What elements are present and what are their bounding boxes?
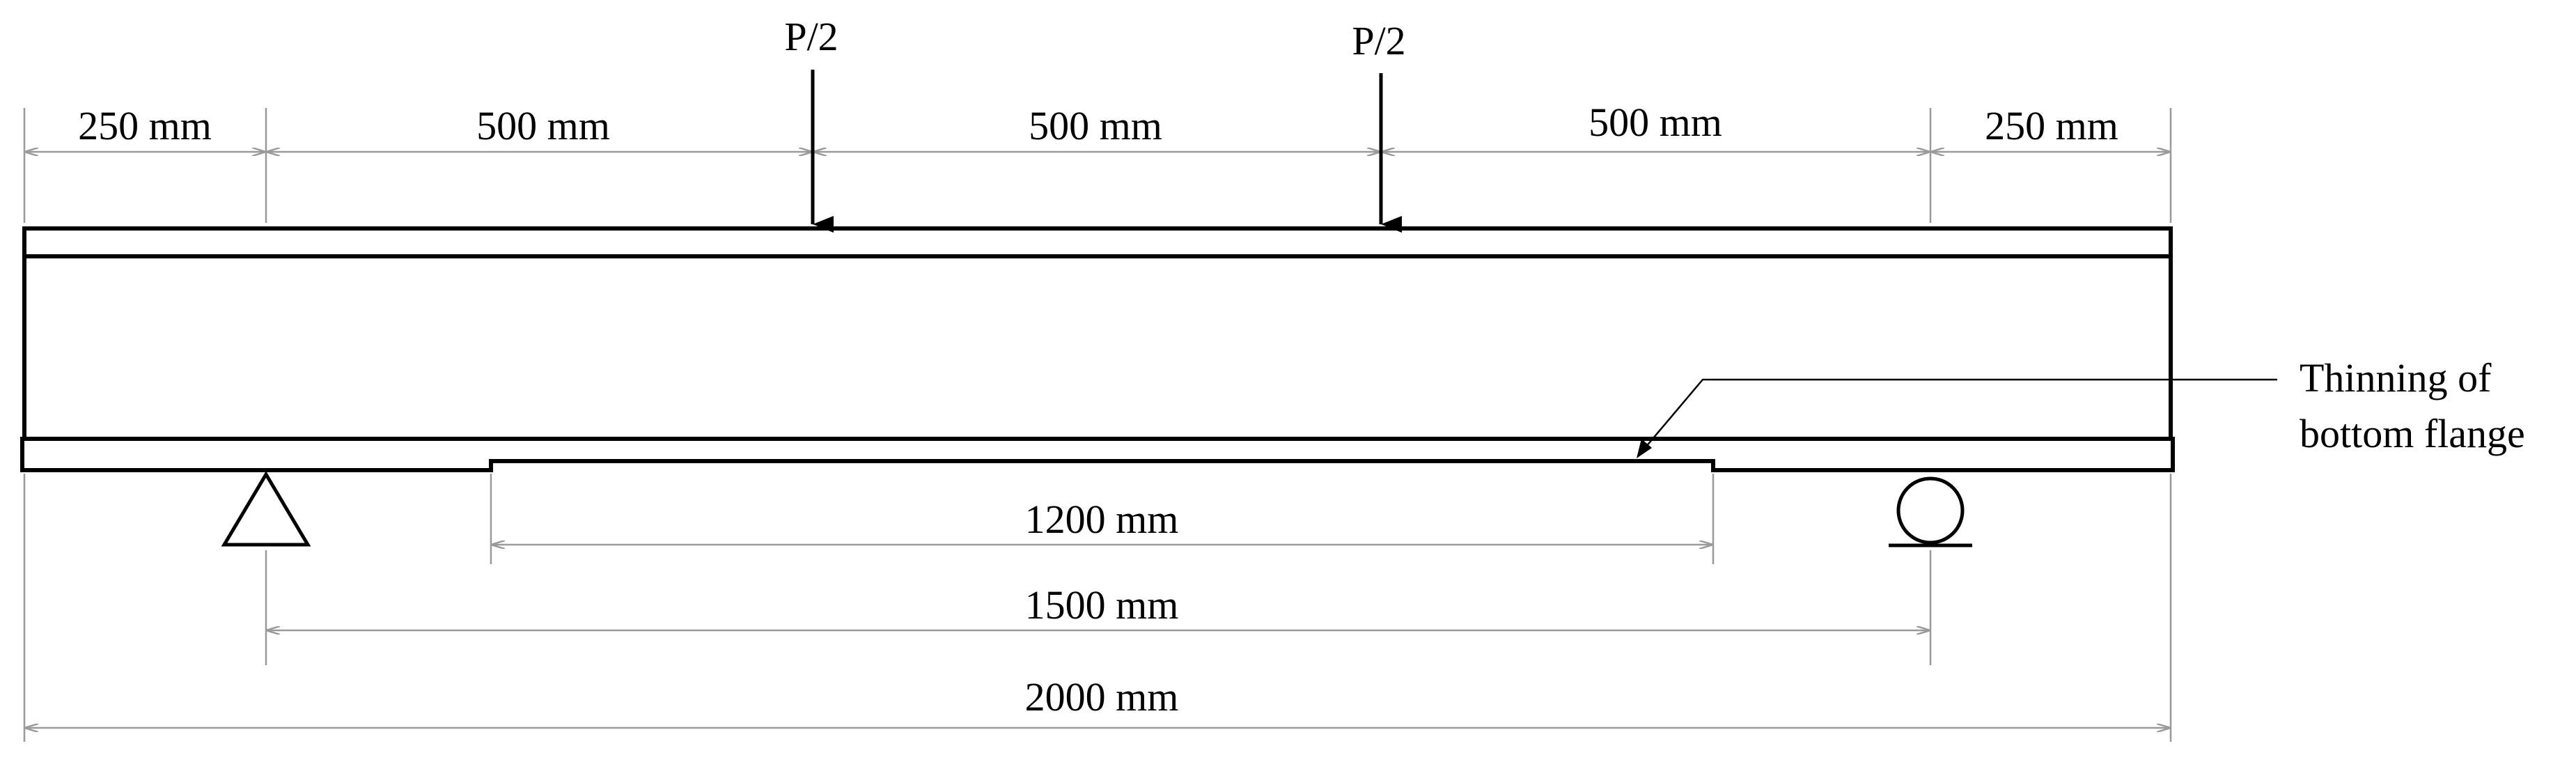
annotation-leader-line	[1637, 378, 2277, 457]
bottom-flange	[20, 437, 2175, 472]
lower-dimensions: 1200 mm 1500 mm 2000 mm	[23, 474, 2172, 742]
dim-label-seg2: 500 mm	[476, 103, 610, 148]
dim-label-seg4: 500 mm	[1588, 100, 1722, 145]
dim-label-seg5: 250 mm	[1985, 103, 2118, 148]
load-label-right: P/2	[1352, 18, 1405, 63]
supports	[221, 471, 1972, 547]
top-flange	[22, 226, 2173, 258]
dim-label-thinning-length: 1200 mm	[1025, 497, 1179, 542]
annotation-line2: bottom flange	[2300, 411, 2525, 456]
thinning-annotation: Thinning of bottom flange	[1637, 355, 2525, 458]
annotation-line1: Thinning of	[2300, 355, 2492, 401]
pin-support-icon	[221, 471, 311, 547]
dim-label-seg1: 250 mm	[78, 103, 212, 148]
dim-label-support-span: 1500 mm	[1025, 582, 1179, 628]
load-label-left: P/2	[784, 14, 838, 59]
top-dimension-chain: 250 mm 500 mm 500 mm 500 mm 250 mm	[23, 100, 2172, 223]
point-loads: P/2 P/2	[784, 14, 1406, 233]
roller-support-icon	[1896, 476, 1965, 545]
beam	[20, 226, 2175, 472]
dim-label-total-length: 2000 mm	[1025, 674, 1179, 720]
annotation-arrowhead	[1637, 439, 1652, 458]
dim-label-seg3: 500 mm	[1029, 103, 1162, 148]
